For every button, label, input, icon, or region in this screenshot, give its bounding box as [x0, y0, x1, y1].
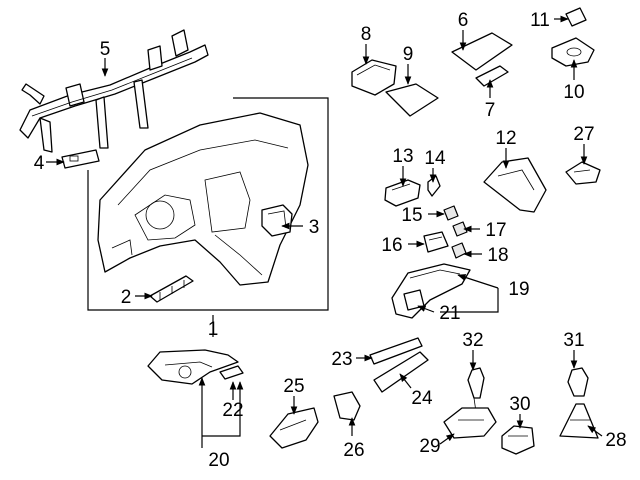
- callout-12: 12: [495, 128, 516, 149]
- part-18-switch: [451, 242, 467, 259]
- callout-20: 20: [208, 450, 229, 471]
- callout-25: 25: [283, 376, 304, 397]
- callout-18: 18: [487, 245, 508, 266]
- leader-29: [439, 433, 455, 445]
- leader-20b: [202, 381, 244, 437]
- callout-5: 5: [100, 39, 111, 60]
- part-9-cover-panel: [385, 83, 439, 117]
- callout-19: 19: [508, 279, 529, 300]
- part-1-instrument-panel: [87, 97, 329, 311]
- callout-32: 32: [462, 330, 483, 351]
- leader-19b: [440, 288, 499, 313]
- callout-21: 21: [439, 303, 460, 324]
- callout-16: 16: [381, 235, 402, 256]
- part-14-connector: [427, 175, 441, 197]
- callout-labels: 5 4 3 2 1 20 22 8 9 6 7 11 10 13 14 12 2…: [34, 10, 627, 471]
- part-31-shift-knob: [567, 367, 589, 397]
- part-29-shift-boot-base: [443, 407, 497, 439]
- part-12-console-trim: [483, 157, 547, 213]
- callout-1: 1: [208, 319, 219, 340]
- part-7-latch: [475, 65, 509, 87]
- part-24-trim-panel: [373, 351, 429, 393]
- callout-2: 2: [121, 287, 132, 308]
- callout-7: 7: [485, 100, 496, 121]
- leader-24: [399, 373, 412, 389]
- callout-9: 9: [403, 44, 414, 65]
- leader-lines: [46, 15, 603, 448]
- callout-30: 30: [509, 394, 530, 415]
- callout-26: 26: [343, 440, 364, 461]
- callout-3: 3: [309, 217, 320, 238]
- callout-11: 11: [530, 10, 550, 31]
- callout-13: 13: [392, 146, 413, 167]
- part-5-cross-car-beam: [19, 29, 209, 153]
- callout-31: 31: [563, 330, 584, 351]
- part-8-storage-tray: [351, 59, 397, 96]
- callout-24: 24: [411, 388, 433, 409]
- leader-28: [587, 425, 603, 437]
- callout-22: 22: [222, 400, 243, 421]
- part-4-bracket: [61, 149, 100, 169]
- panel-frame: [87, 97, 329, 311]
- part-22-clip: [219, 365, 244, 380]
- leader-21: [417, 305, 435, 313]
- part-3-bracket: [261, 204, 293, 237]
- part-27-trim: [565, 161, 601, 185]
- callout-15: 15: [401, 205, 422, 226]
- part-25-bracket: [269, 407, 319, 449]
- callout-17: 17: [485, 220, 506, 241]
- part-13-switch-panel: [384, 179, 421, 207]
- part-16-switch: [423, 231, 449, 253]
- part-30-cup-holder: [501, 425, 535, 455]
- part-15-knob: [443, 205, 459, 221]
- part-26-bracket: [333, 391, 361, 421]
- part-10-holder: [551, 37, 595, 67]
- callout-8: 8: [361, 24, 372, 45]
- part-28-shift-boot: [559, 403, 599, 439]
- callout-29: 29: [419, 436, 440, 457]
- part-11-clip: [565, 7, 587, 27]
- callout-10: 10: [563, 82, 584, 103]
- callout-28: 28: [605, 430, 626, 451]
- callout-27: 27: [573, 124, 594, 145]
- part-32-shift-knob: [467, 367, 485, 413]
- callout-14: 14: [424, 148, 446, 169]
- callout-4: 4: [34, 153, 45, 174]
- part-6-glove-box-door: [451, 32, 513, 71]
- callout-23: 23: [331, 349, 352, 370]
- callout-6: 6: [458, 10, 469, 31]
- part-20-lower-cover: [147, 349, 239, 385]
- leader-19a: [457, 274, 499, 289]
- part-2-bracket: [149, 275, 194, 303]
